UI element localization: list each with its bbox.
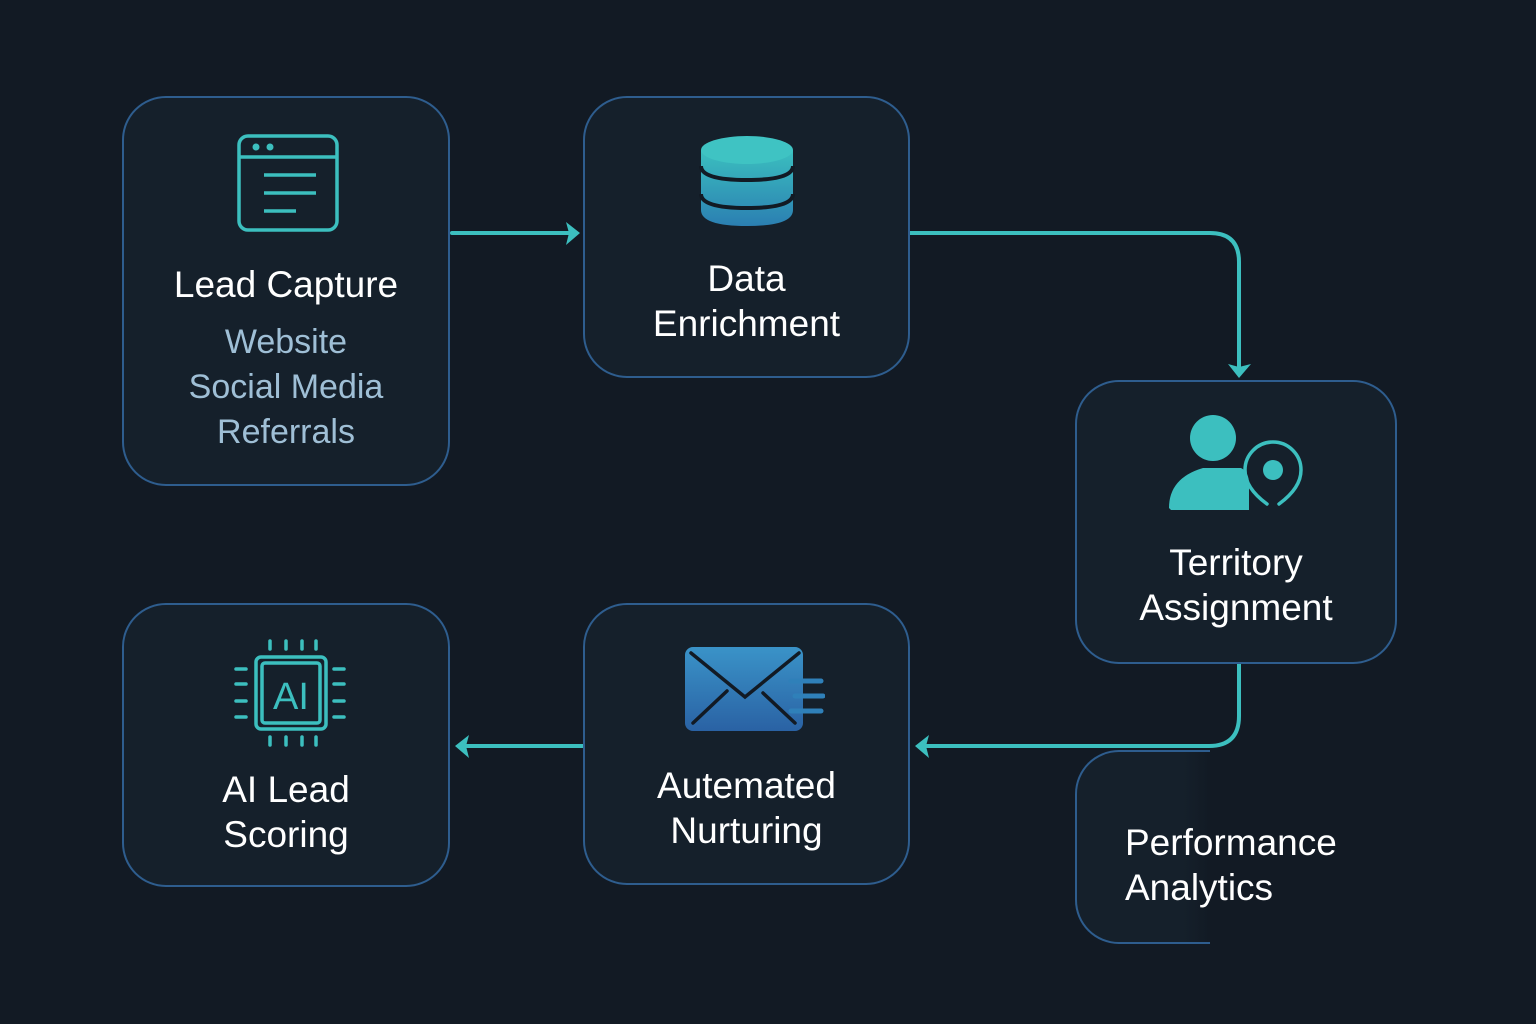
node-data-enrichment[interactable]: Data Enrichment: [583, 96, 910, 378]
source-item-social-media: Social Media: [188, 368, 384, 406]
database-icon: [699, 136, 795, 226]
node-title: Territory Assignment: [1139, 542, 1333, 628]
arrowhead-left: [455, 735, 469, 758]
arrowhead-right: [566, 222, 580, 245]
node-ai-lead-scoring[interactable]: AI AI Lead Scoring: [122, 603, 450, 887]
browser-window-icon: [237, 134, 339, 232]
node-performance-analytics[interactable]: [1075, 750, 1210, 944]
node-title: Performance Analytics: [1125, 822, 1337, 908]
source-item-website: Website: [224, 323, 348, 361]
edge-data-enrichment-to-territory-assignment: [908, 231, 1241, 372]
node-title: Autemated Nurturing: [657, 765, 836, 851]
user-location-icon: [1169, 415, 1303, 510]
arrowhead-left: [915, 735, 929, 758]
node-title: AI Lead Scoring: [222, 769, 350, 855]
source-item-referrals: Referrals: [217, 413, 355, 451]
node-lead-capture[interactable]: Lead Capture Website Social Media Referr…: [122, 96, 450, 486]
node-territory-assignment[interactable]: Territory Assignment: [1075, 380, 1397, 664]
edge-territory-assignment-to-automated-nurturing: [920, 662, 1241, 748]
node-title: Data Enrichment: [652, 258, 841, 344]
arrowhead-down: [1228, 364, 1251, 378]
node-automated-nurturing[interactable]: Autemated Nurturing: [583, 603, 910, 885]
ai-chip-label: AI: [273, 676, 309, 718]
email-send-icon: [685, 647, 825, 731]
ai-chip-icon: AI: [234, 639, 346, 747]
node-title: Lead Capture: [173, 264, 399, 305]
